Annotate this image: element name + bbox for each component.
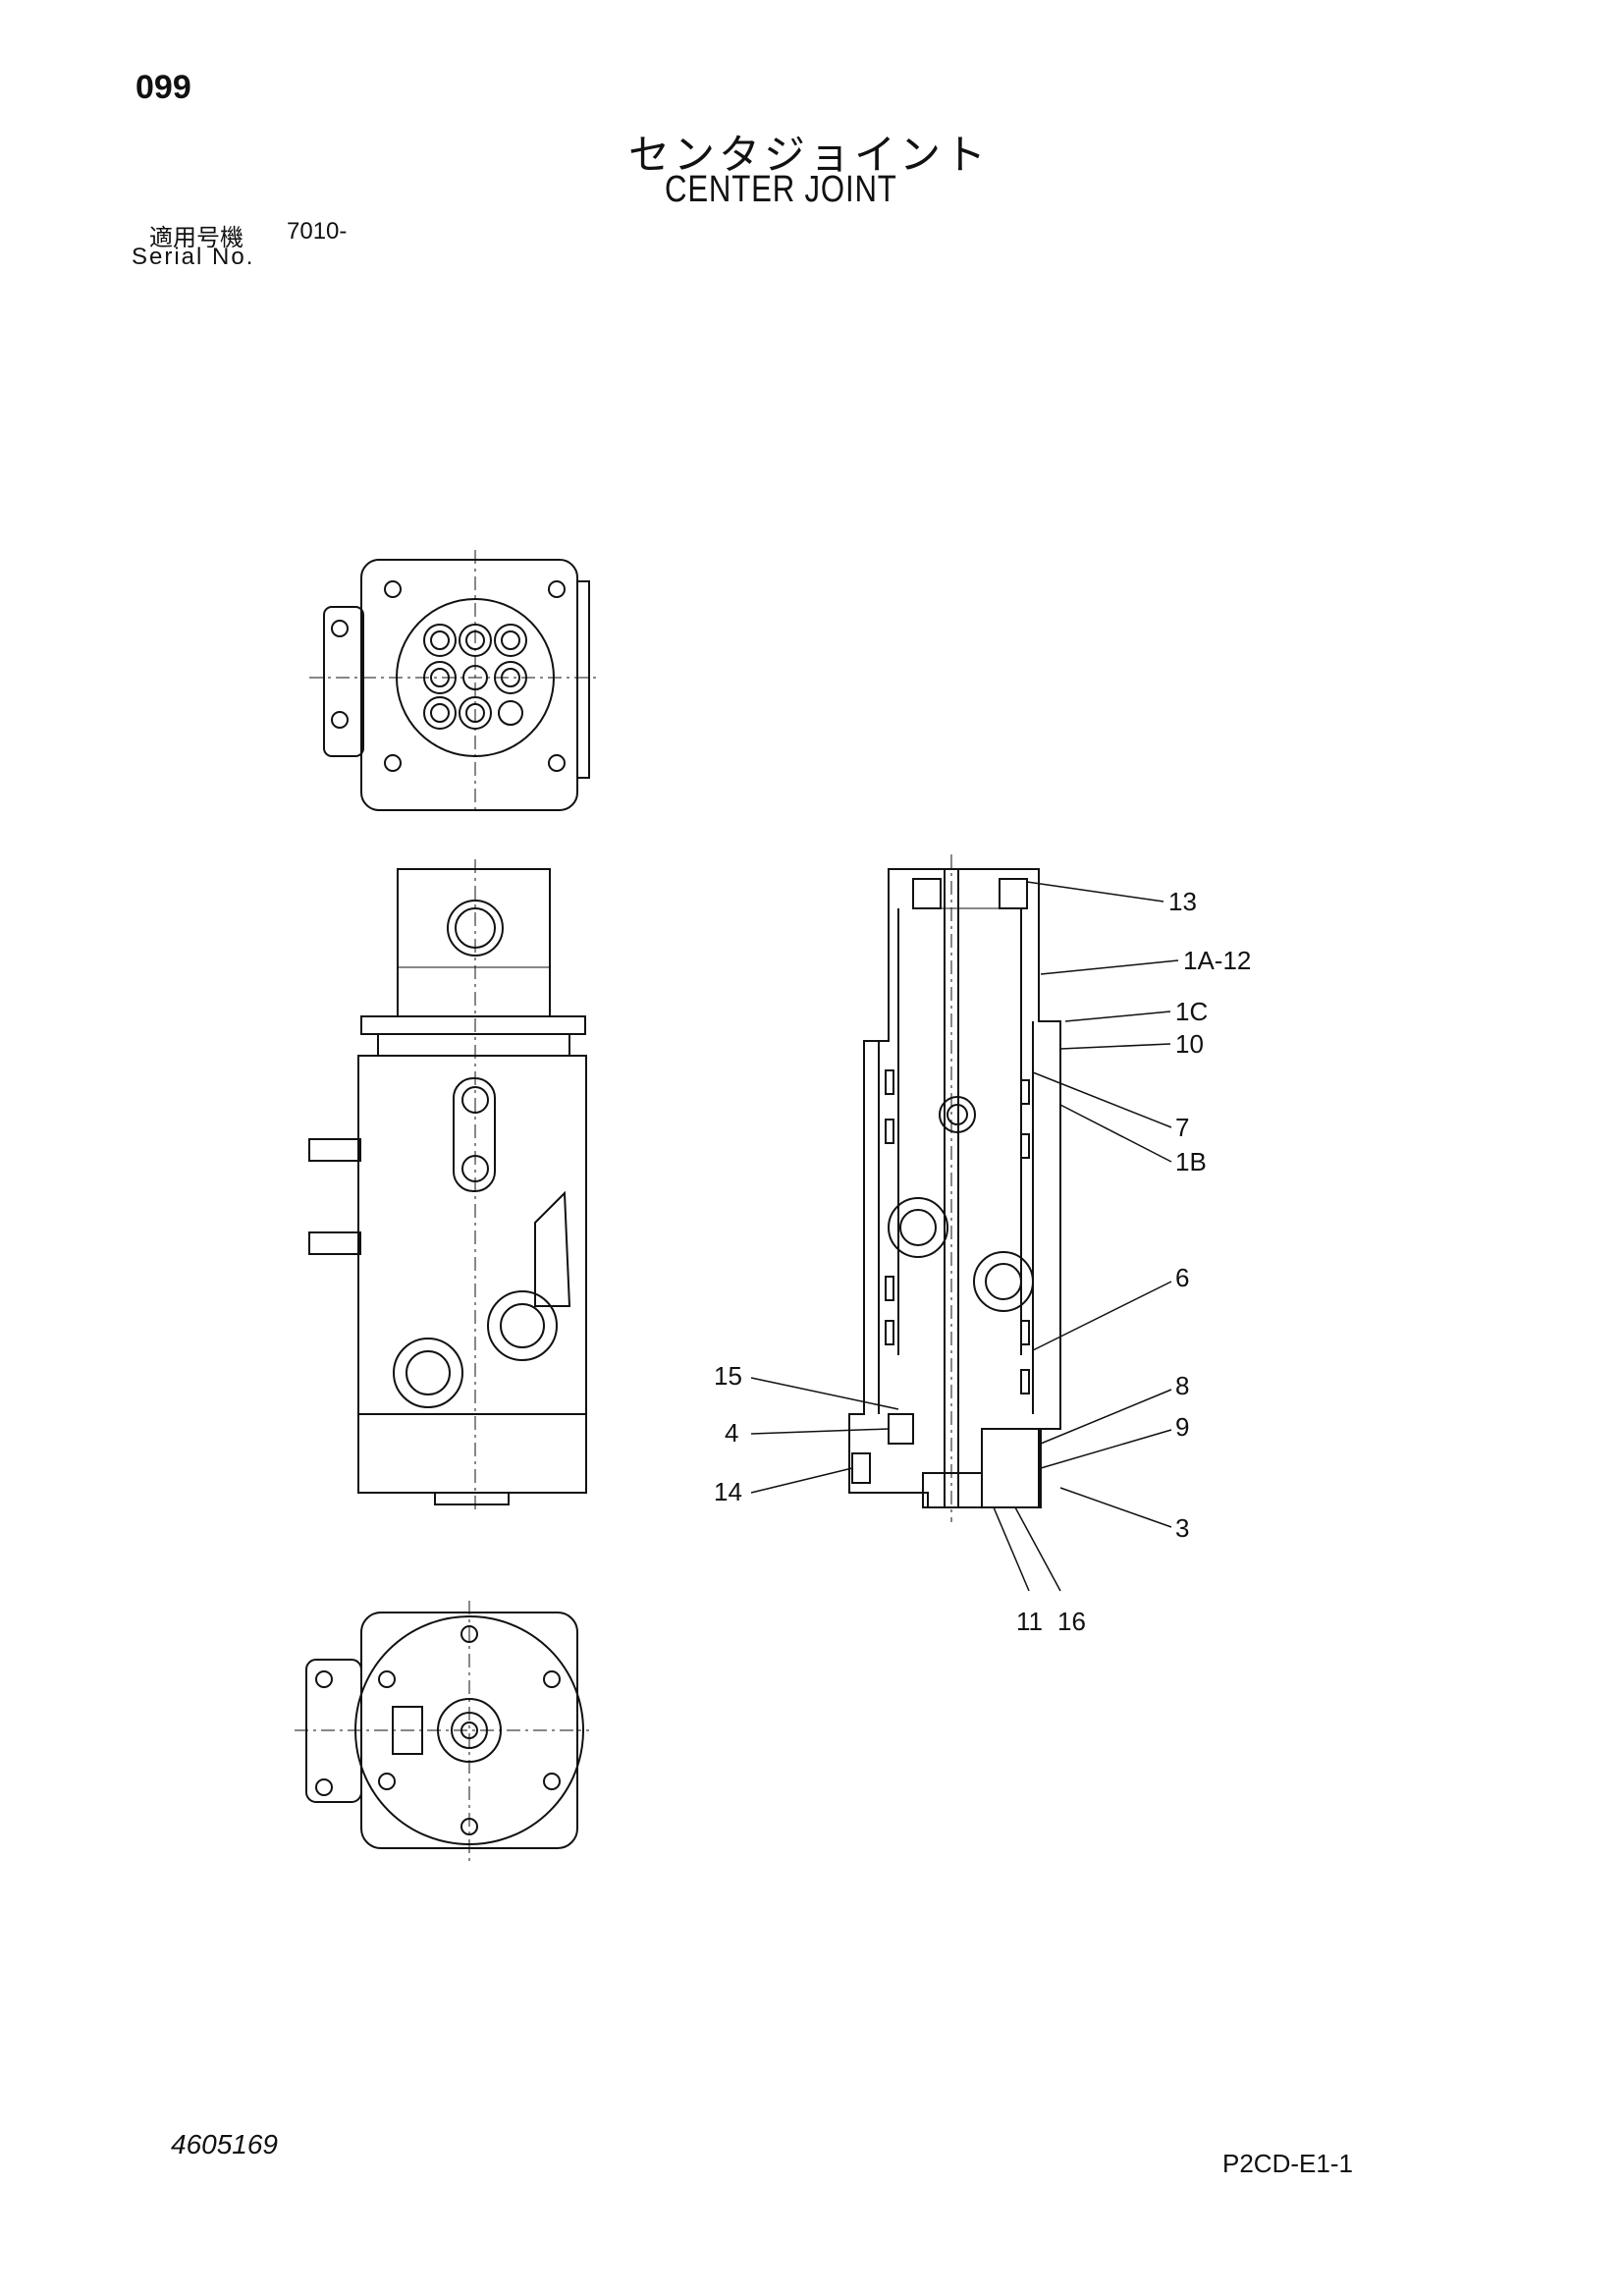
callout-6: 6 <box>1175 1263 1189 1292</box>
page-code: P2CD-E1-1 <box>1222 2149 1353 2178</box>
serial-label-english: Serial No. <box>132 244 255 270</box>
bottom-view <box>295 1601 589 1861</box>
callout-14: 14 <box>714 1477 742 1506</box>
callout-16: 16 <box>1057 1607 1086 1636</box>
serial-value: 7010- <box>287 218 348 245</box>
callout-11: 11 <box>1016 1607 1043 1636</box>
callout-15: 15 <box>714 1361 742 1391</box>
callout-7: 7 <box>1175 1113 1189 1142</box>
callout-4: 4 <box>725 1418 738 1448</box>
callout-8: 8 <box>1175 1371 1189 1400</box>
callout-labels: 13 1A-12 1C 10 7 1B 6 8 9 3 15 4 14 11 1… <box>714 887 1251 1636</box>
callout-10: 10 <box>1175 1029 1204 1059</box>
callout-3: 3 <box>1175 1513 1189 1543</box>
title-japanese: センタジョイント <box>628 132 991 178</box>
front-view <box>308 859 587 1512</box>
page-number: 099 <box>135 69 191 106</box>
document-number: 4605169 <box>171 2129 279 2159</box>
callout-1a-12: 1A-12 <box>1183 946 1251 975</box>
callout-9: 9 <box>1175 1412 1189 1442</box>
callout-1c: 1C <box>1175 997 1208 1026</box>
serial-label-japanese: 適用号機 <box>149 225 243 251</box>
callout-13: 13 <box>1168 887 1197 916</box>
section-view <box>848 854 1061 1522</box>
top-view <box>309 550 599 815</box>
callout-1b: 1B <box>1175 1147 1207 1176</box>
leader-lines <box>750 881 1179 1592</box>
title-english: CENTER JOINT <box>665 169 897 210</box>
